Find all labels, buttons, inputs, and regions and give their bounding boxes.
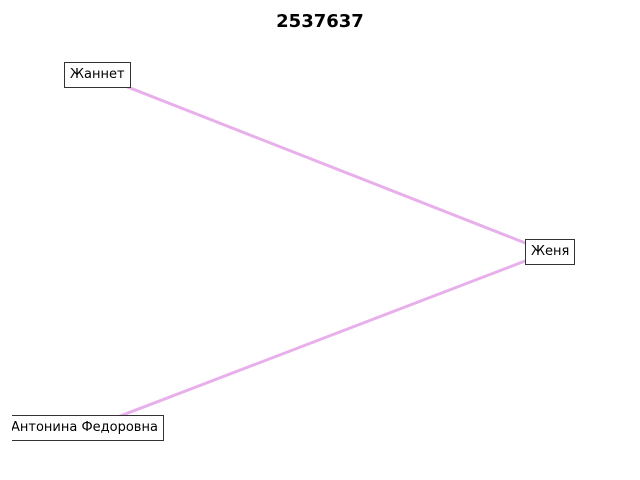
edge-antonina-zhenya [113, 256, 535, 420]
diagram-title: 2537637 [276, 11, 364, 32]
node-antonina-fedorovna: Антонина Федоровна [5, 415, 164, 441]
left-clip-mask [0, 410, 12, 446]
edge-zhannet-zhenya [118, 82, 535, 248]
node-zhannet: Жаннет [64, 62, 131, 88]
node-zhenya: Женя [525, 239, 576, 265]
